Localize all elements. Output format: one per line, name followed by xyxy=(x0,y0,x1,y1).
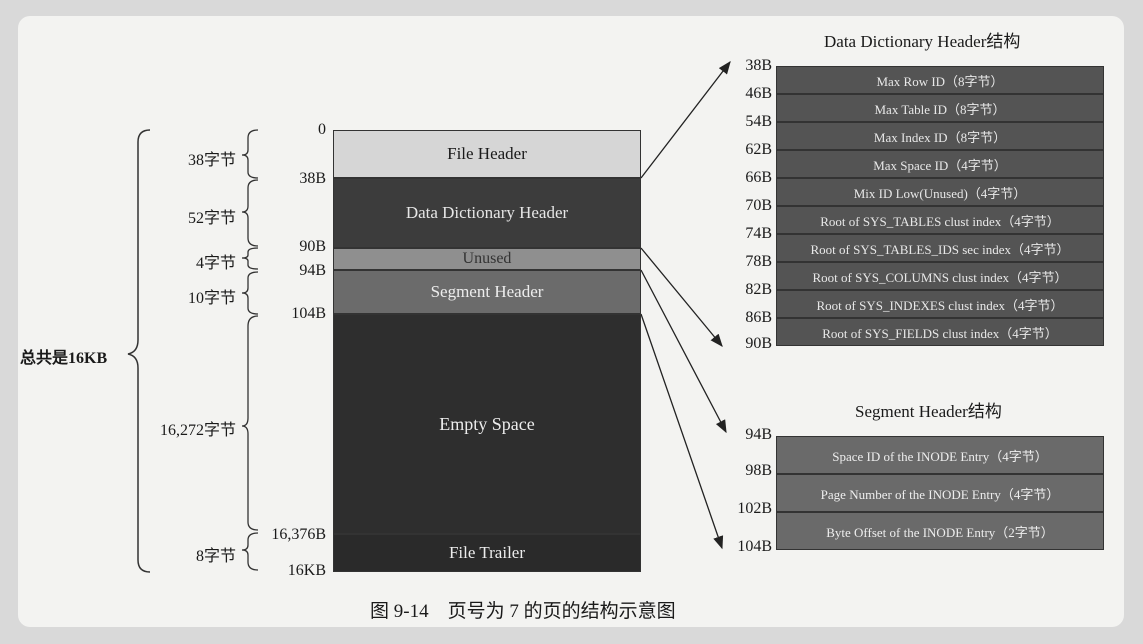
block-unused: Unused xyxy=(333,248,641,270)
dd-row-sys-tables-ids: Root of SYS_TABLES_IDS sec index（4字节） xyxy=(776,234,1104,262)
dd-offset: 74B xyxy=(745,225,772,242)
dd-row-max-space-id: Max Space ID（4字节） xyxy=(776,150,1104,178)
dd-row-max-row-id: Max Row ID（8字节） xyxy=(776,66,1104,94)
brace-8 xyxy=(241,532,259,571)
arrow-dd-bottom xyxy=(640,247,723,348)
dd-row-sys-fields: Root of SYS_FIELDS clust index（4字节） xyxy=(776,318,1104,346)
arrow-seg-bottom xyxy=(640,313,724,550)
dd-offset: 62B xyxy=(745,141,772,158)
size-label-empty-space: 16,272字节 xyxy=(159,422,236,439)
dd-offset: 38B xyxy=(745,57,772,74)
size-label-file-trailer: 8字节 xyxy=(195,548,236,565)
offset-90: 90B xyxy=(299,238,326,255)
block-data-dictionary-header: Data Dictionary Header xyxy=(333,178,641,248)
offset-0: 0 xyxy=(318,121,326,138)
offset-38: 38B xyxy=(299,170,326,187)
brace-4 xyxy=(241,247,259,270)
size-label-unused: 4字节 xyxy=(195,255,236,272)
total-size-label: 总共是16KB xyxy=(20,350,108,367)
size-label-dd-header: 52字节 xyxy=(187,210,236,227)
seg-row-byte-offset: Byte Offset of the INODE Entry（2字节） xyxy=(776,512,1104,550)
dd-offset: 82B xyxy=(745,281,772,298)
dd-row-mix-id-low: Mix ID Low(Unused)（4字节） xyxy=(776,178,1104,206)
arrow-dd-top xyxy=(640,60,731,179)
dd-row-max-table-id: Max Table ID（8字节） xyxy=(776,94,1104,122)
total-brace xyxy=(127,129,151,573)
offset-104: 104B xyxy=(291,305,326,322)
seg-offset: 94B xyxy=(745,426,772,443)
brace-16272 xyxy=(241,315,259,531)
segment-structure-title: Segment Header结构 xyxy=(855,402,1002,421)
dd-offset: 46B xyxy=(745,85,772,102)
seg-row-page-number: Page Number of the INODE Entry（4字节） xyxy=(776,474,1104,512)
seg-row-space-id: Space ID of the INODE Entry（4字节） xyxy=(776,436,1104,474)
offset-94: 94B xyxy=(299,262,326,279)
brace-10 xyxy=(241,271,259,315)
brace-38 xyxy=(241,129,259,179)
dd-offset: 54B xyxy=(745,113,772,130)
dd-row-sys-indexes: Root of SYS_INDEXES clust index（4字节） xyxy=(776,290,1104,318)
dd-structure-title: Data Dictionary Header结构 xyxy=(824,32,1021,51)
block-file-trailer: File Trailer xyxy=(333,534,641,572)
size-label-file-header: 38字节 xyxy=(187,152,236,169)
block-file-header: File Header xyxy=(333,130,641,178)
dd-offset: 86B xyxy=(745,309,772,326)
offset-16376: 16,376B xyxy=(271,526,326,543)
dd-offset: 66B xyxy=(745,169,772,186)
seg-offset: 102B xyxy=(737,500,772,517)
dd-row-sys-tables: Root of SYS_TABLES clust index（4字节） xyxy=(776,206,1104,234)
size-label-segment-header: 10字节 xyxy=(187,290,236,307)
seg-offset: 104B xyxy=(737,538,772,555)
dd-offset: 90B xyxy=(745,335,772,352)
arrow-seg-top xyxy=(640,269,727,434)
figure-caption: 图 9-14 页号为 7 的页的结构示意图 xyxy=(370,601,676,622)
dd-offset: 70B xyxy=(745,197,772,214)
seg-offset: 98B xyxy=(745,462,772,479)
block-empty-space: Empty Space xyxy=(333,314,641,534)
dd-offset: 78B xyxy=(745,253,772,270)
brace-52 xyxy=(241,179,259,247)
dd-row-sys-columns: Root of SYS_COLUMNS clust index（4字节） xyxy=(776,262,1104,290)
offset-16kb: 16KB xyxy=(287,562,326,579)
dd-row-max-index-id: Max Index ID（8字节） xyxy=(776,122,1104,150)
block-segment-header: Segment Header xyxy=(333,270,641,314)
